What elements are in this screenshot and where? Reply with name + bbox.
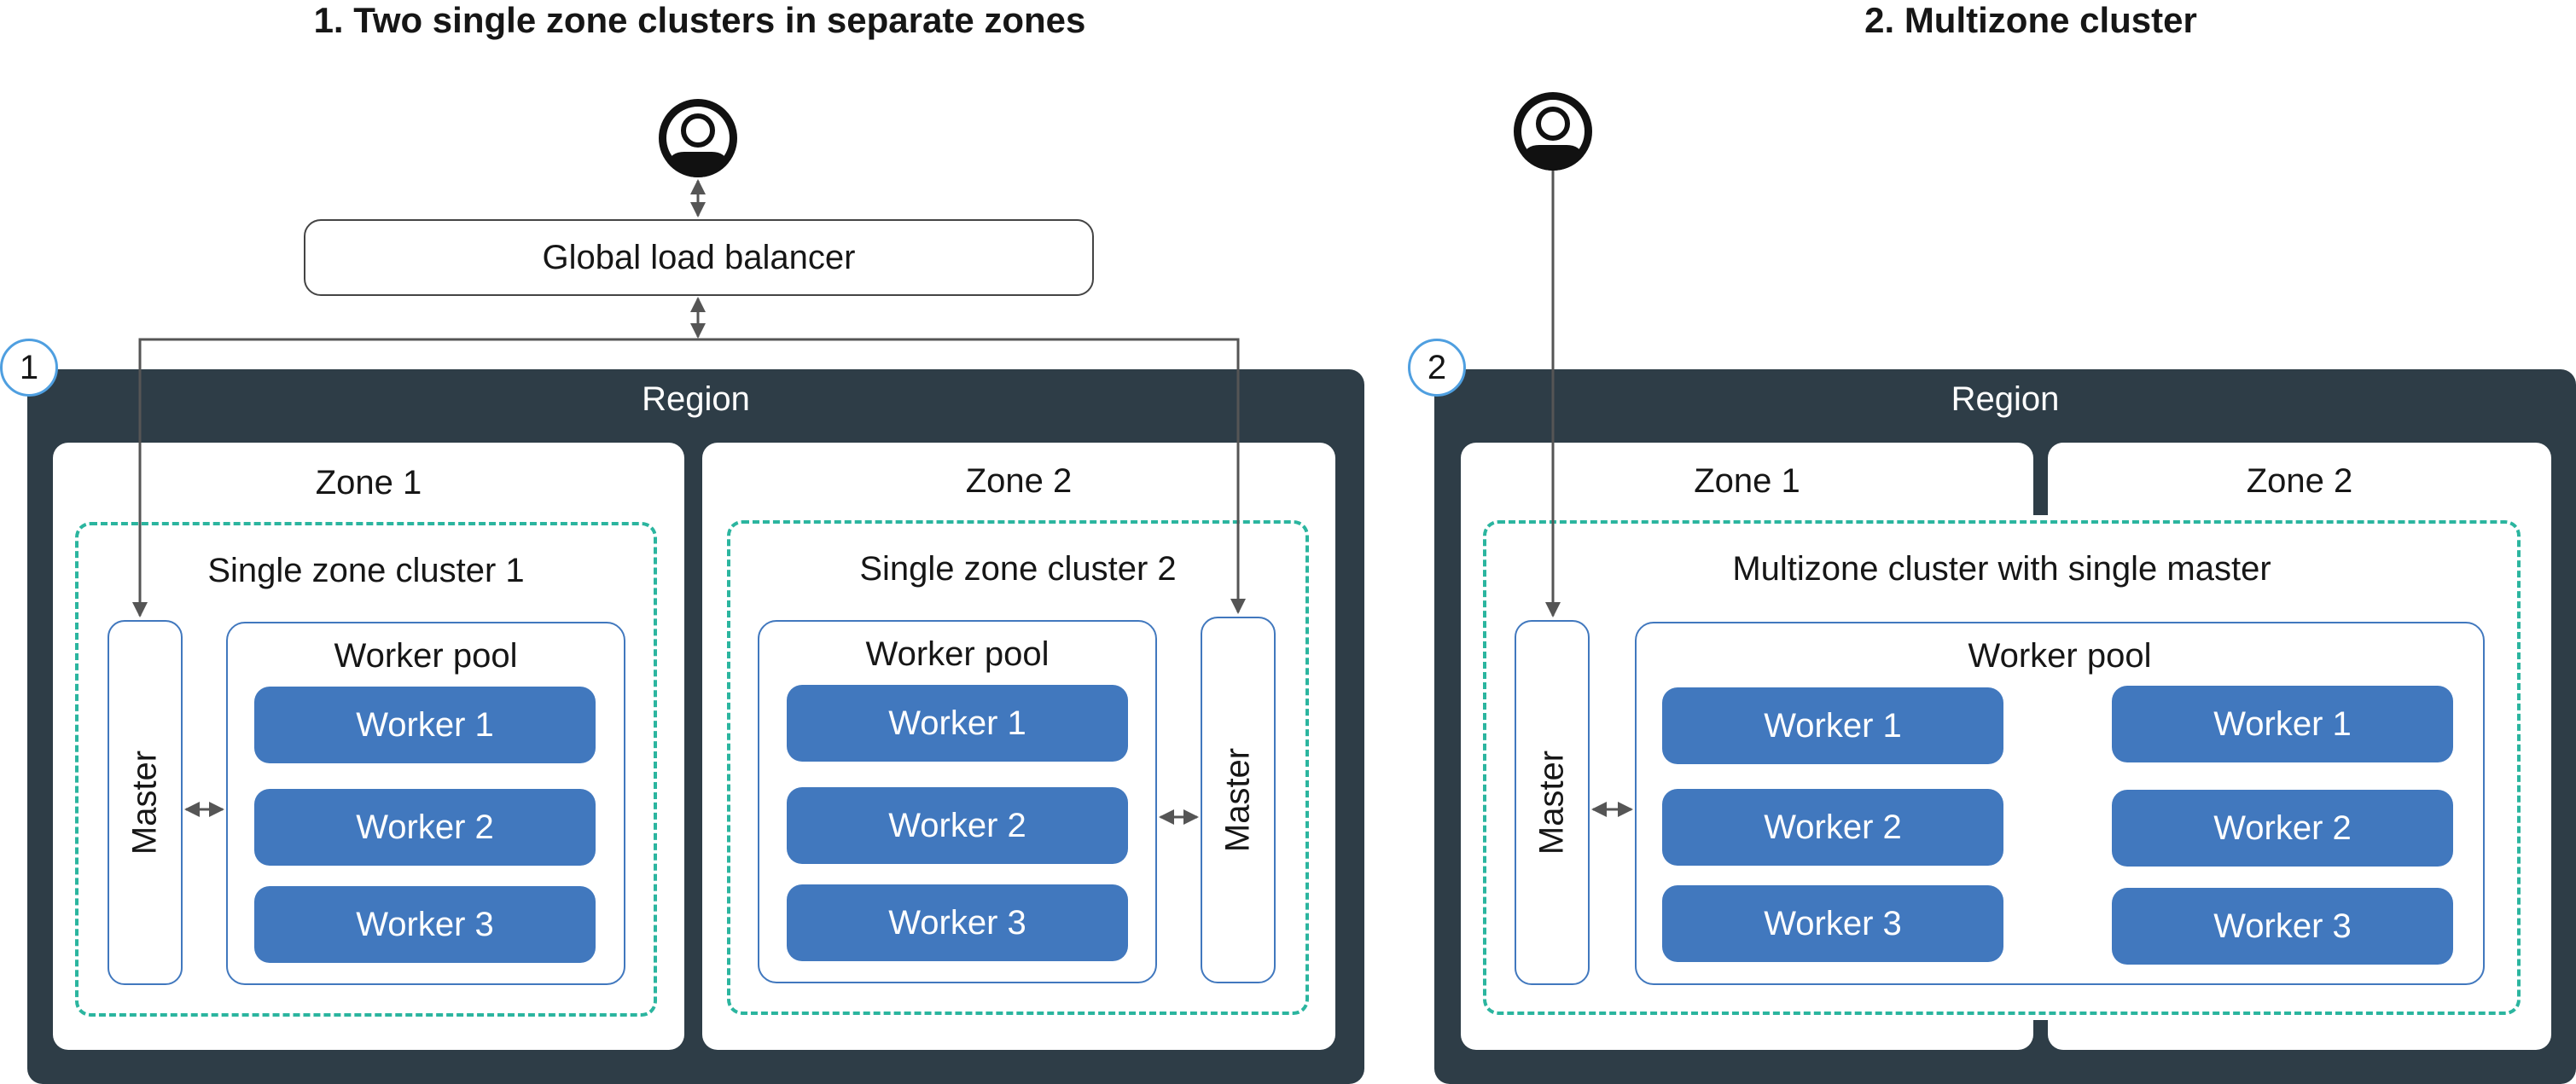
master-node-1: Master bbox=[108, 620, 183, 985]
zone-2-label: Zone 2 bbox=[965, 462, 1073, 500]
worker-pool-label: Worker pool bbox=[1968, 637, 2152, 675]
worker-node: Worker 3 bbox=[787, 884, 1128, 961]
worker-node: Worker 2 bbox=[2112, 790, 2453, 867]
zone-2-label: Zone 2 bbox=[2246, 462, 2353, 500]
single-zone-cluster-1-label: Single zone cluster 1 bbox=[207, 552, 525, 589]
worker-node: Worker 3 bbox=[2112, 888, 2453, 965]
worker-pool-label: Worker pool bbox=[865, 635, 1050, 673]
master-label: Master bbox=[1218, 747, 1257, 853]
multizone-cluster-label: Multizone cluster with single master bbox=[1732, 550, 2271, 588]
single-zone-cluster-2-label: Single zone cluster 2 bbox=[859, 550, 1177, 588]
worker-pool-label: Worker pool bbox=[334, 637, 518, 675]
master-node: Master bbox=[1515, 620, 1590, 985]
zone-1-label: Zone 1 bbox=[1694, 462, 1800, 500]
master-node-2: Master bbox=[1201, 617, 1276, 983]
panel1-badge: 1 bbox=[0, 339, 58, 397]
global-load-balancer: Global load balancer bbox=[304, 219, 1094, 296]
master-label: Master bbox=[1532, 750, 1571, 855]
worker-node: Worker 1 bbox=[254, 687, 596, 763]
master-label: Master bbox=[125, 750, 164, 855]
worker-node: Worker 2 bbox=[787, 787, 1128, 864]
worker-node: Worker 1 bbox=[787, 685, 1128, 762]
region-2-label: Region bbox=[1951, 380, 2060, 418]
panel1-title: 1. Two single zone clusters in separate … bbox=[313, 0, 1086, 40]
panel2-title: 2. Multizone cluster bbox=[1864, 0, 2197, 40]
zone-1-label: Zone 1 bbox=[315, 464, 422, 501]
region-1-label: Region bbox=[642, 380, 750, 418]
worker-node: Worker 3 bbox=[254, 886, 596, 963]
worker-node: Worker 1 bbox=[1662, 687, 2003, 764]
worker-node: Worker 2 bbox=[1662, 789, 2003, 866]
worker-node: Worker 2 bbox=[254, 789, 596, 866]
worker-node: Worker 1 bbox=[2112, 686, 2453, 762]
user-avatar-icon bbox=[1514, 92, 1592, 171]
panel2-badge: 2 bbox=[1408, 339, 1466, 397]
user-avatar-icon bbox=[659, 99, 737, 177]
multizone-cluster bbox=[1483, 520, 2521, 1015]
worker-node: Worker 3 bbox=[1662, 885, 2003, 962]
